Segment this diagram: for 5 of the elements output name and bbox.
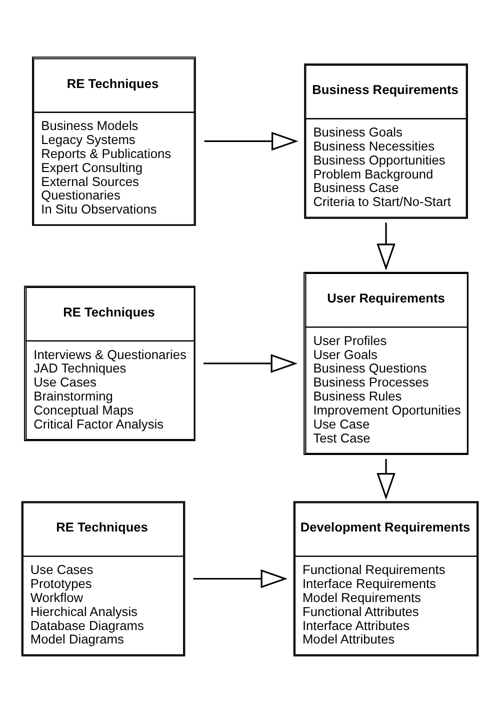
- arrow: [203, 354, 298, 373]
- arrow: [376, 222, 395, 270]
- arrow: [204, 132, 298, 151]
- arrow: [192, 569, 288, 588]
- arrow: [376, 458, 395, 500]
